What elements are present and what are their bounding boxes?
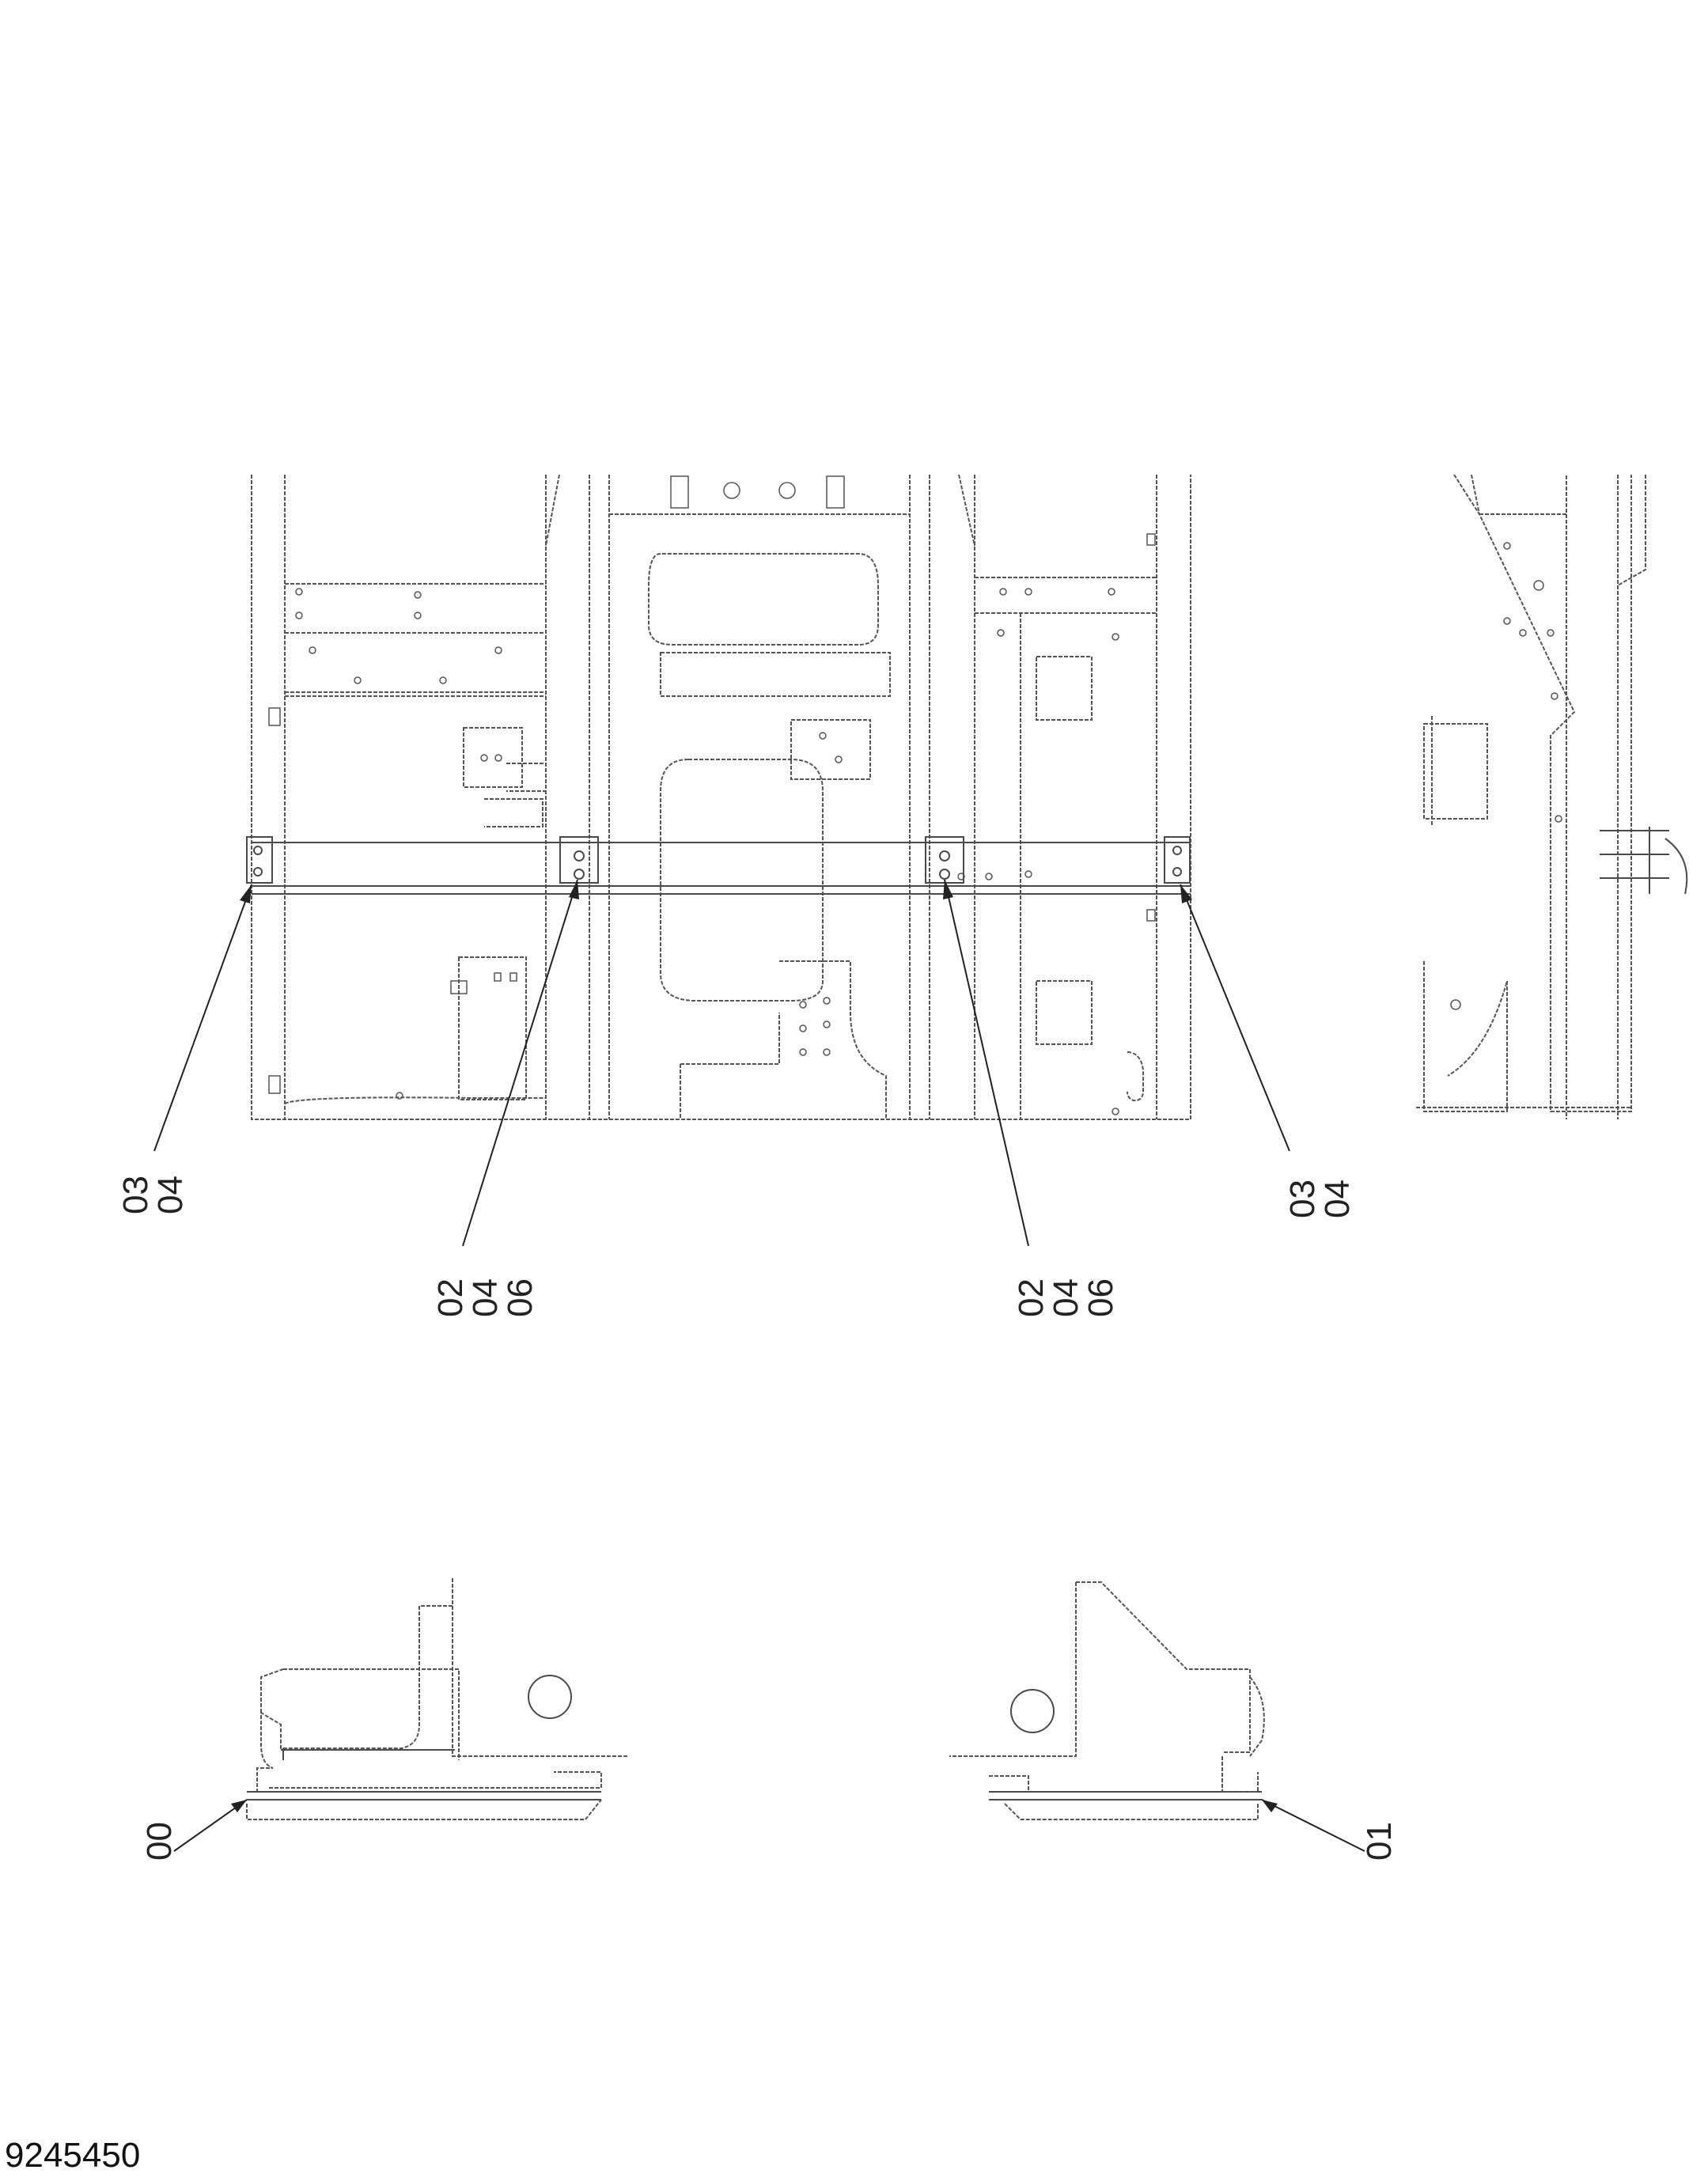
callout-part-number: 01 <box>1360 1822 1399 1861</box>
callout-part-number: 00 <box>140 1822 179 1861</box>
arrow-right-outer <box>1180 884 1192 903</box>
callout-detail-right: 01 <box>1360 1822 1399 1861</box>
side-elevation-view <box>1416 474 1688 1119</box>
leader-left-outer <box>153 884 252 1152</box>
callout-part-number: 04 <box>151 1176 190 1214</box>
arrow-detail-right <box>1262 1800 1278 1812</box>
callout-part-number: 04 <box>1047 1278 1085 1317</box>
leader-lines <box>153 879 1365 1852</box>
leader-left-inner <box>462 879 578 1247</box>
callout-part-number: 06 <box>501 1278 540 1317</box>
callout-left-inner: 02 04 06 <box>431 1278 540 1317</box>
leader-right-inner <box>944 879 1029 1247</box>
arrow-right-inner <box>943 880 953 899</box>
callout-part-number: 02 <box>1012 1278 1051 1317</box>
leader-detail-right <box>1261 1799 1365 1852</box>
callout-part-number: 02 <box>431 1278 470 1317</box>
callout-detail-left: 00 <box>140 1822 179 1861</box>
callout-left-outer: 03 04 <box>116 1176 190 1214</box>
callout-part-number: 06 <box>1081 1278 1120 1317</box>
callout-right-inner: 02 04 06 <box>1012 1278 1120 1317</box>
detail-view-right <box>949 1581 1265 1820</box>
callout-part-number: 04 <box>466 1278 505 1317</box>
callout-part-number: 04 <box>1318 1179 1357 1218</box>
detail-view-left <box>246 1578 629 1820</box>
callout-part-number: 03 <box>1283 1179 1322 1218</box>
main-frame-plan-view <box>246 474 1191 1120</box>
arrow-left-outer <box>240 884 252 903</box>
arrow-detail-left <box>231 1800 247 1812</box>
drawing-number: 9245450 <box>5 2136 141 2175</box>
arrow-left-inner <box>569 880 579 899</box>
leader-right-outer <box>1180 884 1290 1152</box>
callout-right-outer: 03 04 <box>1283 1179 1357 1218</box>
callout-part-number: 03 <box>116 1176 155 1214</box>
